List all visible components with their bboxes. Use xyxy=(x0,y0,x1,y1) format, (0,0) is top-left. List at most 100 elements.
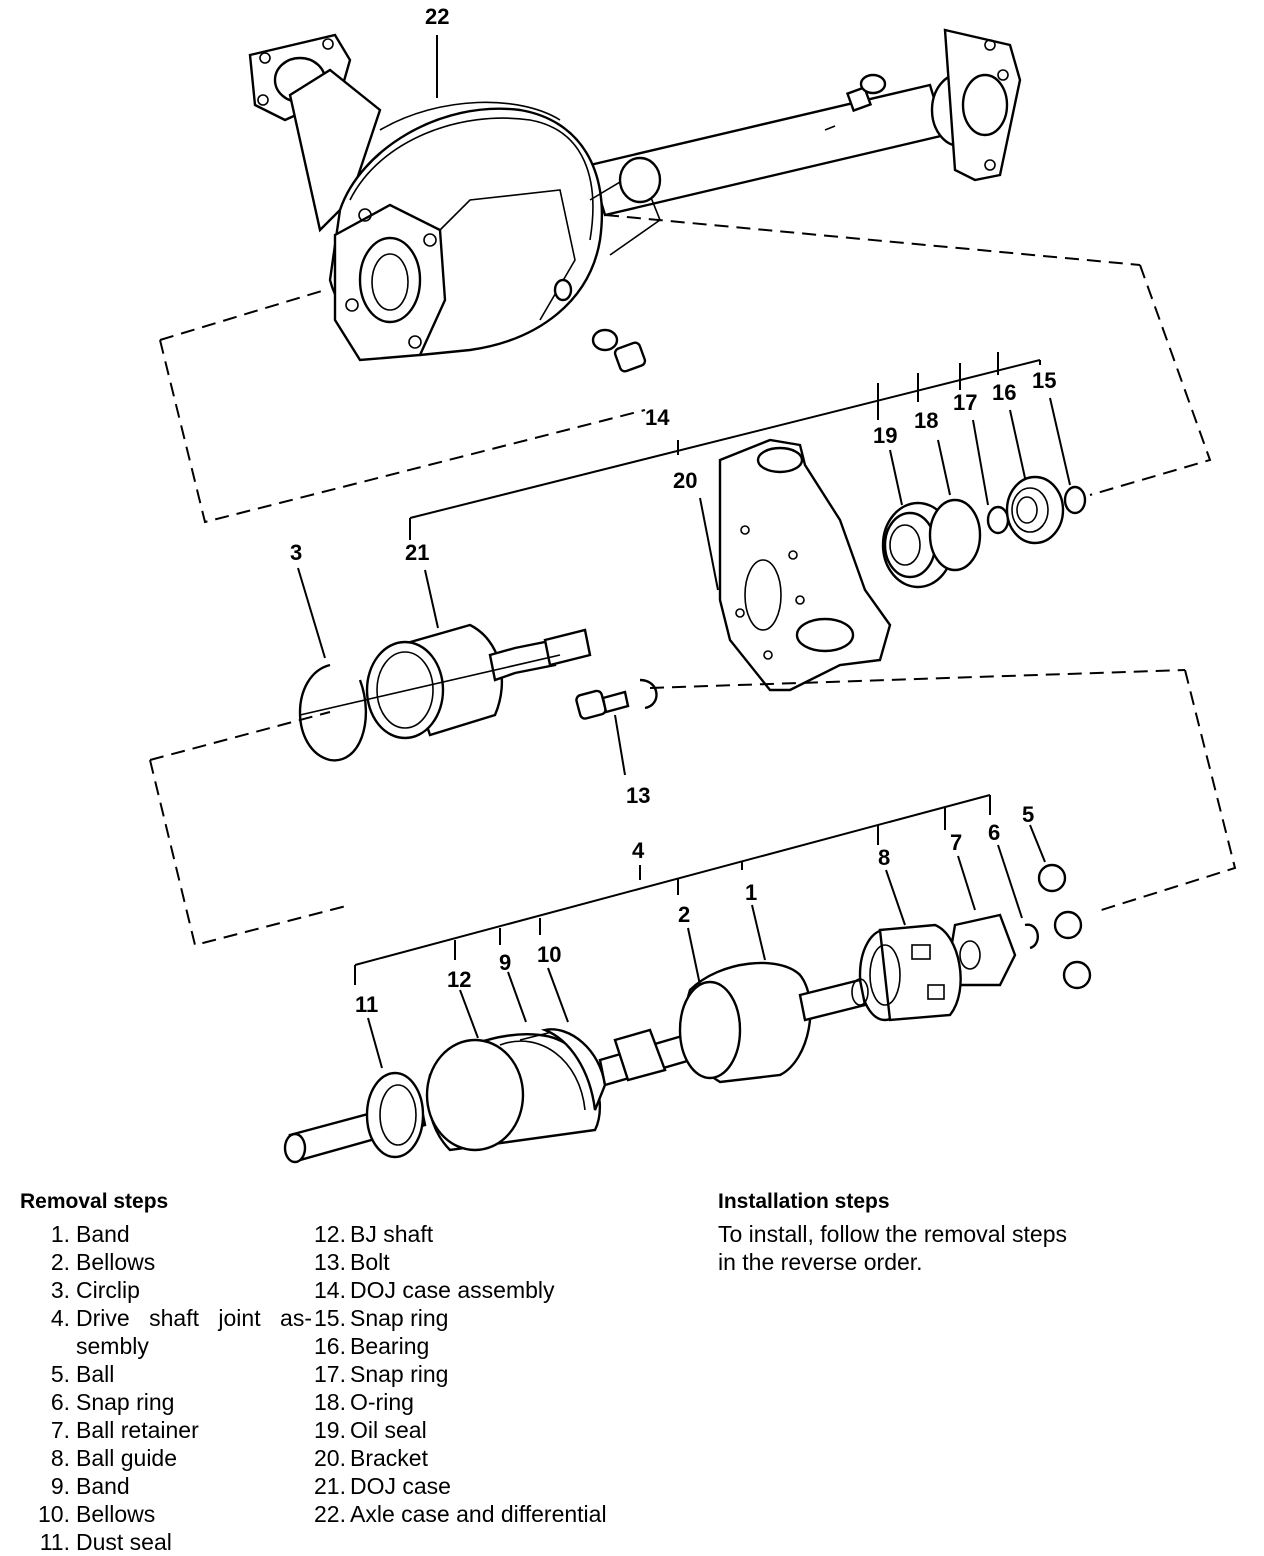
installation-steps-text: To install, follow the removal steps in … xyxy=(718,1221,1067,1275)
removal-step-item: 8.Ball guide xyxy=(20,1444,312,1472)
step-label: Snap ring xyxy=(350,1305,449,1331)
step-number: 7. xyxy=(50,1417,70,1443)
removal-step-item: 20.Bracket xyxy=(300,1444,607,1472)
step-label: Bolt xyxy=(350,1249,390,1275)
removal-step-item: 14.DOJ case assembly xyxy=(300,1276,607,1304)
circlip xyxy=(298,663,368,762)
callout-2: 2 xyxy=(678,902,690,927)
callout-16: 16 xyxy=(992,380,1016,405)
step-number: 20. xyxy=(314,1445,346,1471)
callout-7: 7 xyxy=(950,830,962,855)
exploded-view-diagram: 22 14 19 18 17 16 15 20 3 21 13 5 4 6 7 … xyxy=(149,4,1237,1164)
bracket xyxy=(718,438,892,692)
removal-step-item: 21.DOJ case xyxy=(300,1472,607,1500)
callout-12: 12 xyxy=(447,967,471,992)
step-label: O-ring xyxy=(350,1389,414,1415)
callout-8: 8 xyxy=(878,845,890,870)
removal-step-item: 16.Bearing xyxy=(300,1332,607,1360)
step-label: Bearing xyxy=(350,1333,430,1359)
callout-4: 4 xyxy=(632,838,645,863)
ball xyxy=(1062,960,1092,990)
callout-5: 5 xyxy=(1022,802,1034,827)
ball-guide xyxy=(858,923,962,1022)
removal-step-item: 15.Snap ring xyxy=(300,1304,607,1332)
ball xyxy=(1037,863,1067,893)
step-number: 16. xyxy=(314,1333,346,1359)
step-number: 11. xyxy=(39,1529,70,1555)
snap-ring-17 xyxy=(986,505,1010,535)
step-number: 18. xyxy=(314,1389,346,1415)
removal-step-item: 1.Band xyxy=(20,1220,312,1248)
bj-shaft-assembly xyxy=(283,961,869,1164)
step-label: Ball guide xyxy=(76,1445,178,1471)
snap-ring-6 xyxy=(1024,923,1039,950)
removal-step-item: 3.Circlip xyxy=(20,1276,312,1304)
o-ring xyxy=(928,498,982,572)
step-number: 9. xyxy=(50,1473,70,1499)
callout-13: 13 xyxy=(626,783,650,808)
removal-step-item: 19.Oil seal xyxy=(300,1416,607,1444)
removal-step-item: 10.Bellows xyxy=(20,1500,312,1528)
callout-10: 10 xyxy=(537,942,561,967)
step-number: 3. xyxy=(50,1277,70,1303)
removal-step-item: 9.Band xyxy=(20,1472,312,1500)
callout-19: 19 xyxy=(873,423,897,448)
axle-case-and-differential xyxy=(248,28,1022,373)
snap-ring-15 xyxy=(1063,485,1087,515)
bearing xyxy=(1005,475,1065,545)
removal-step-item: 7.Ball retainer xyxy=(20,1416,312,1444)
step-label: Bracket xyxy=(350,1445,428,1471)
removal-step-item: 18.O-ring xyxy=(300,1388,607,1416)
removal-step-item: 6.Snap ring xyxy=(20,1388,312,1416)
step-number: 22. xyxy=(314,1501,346,1527)
callout-21: 21 xyxy=(405,540,429,565)
callout-18: 18 xyxy=(914,408,938,433)
doj-case xyxy=(299,623,592,740)
removal-step-item: 17.Snap ring xyxy=(300,1360,607,1388)
callout-3: 3 xyxy=(290,540,302,565)
step-number: 12. xyxy=(314,1221,346,1247)
callout-15: 15 xyxy=(1032,368,1056,393)
step-label: Band xyxy=(76,1473,130,1499)
step-label: Drive shaft joint as-sembly xyxy=(76,1305,312,1359)
removal-step-item: 2.Bellows xyxy=(20,1248,312,1276)
step-label: BJ shaft xyxy=(350,1221,434,1247)
step-number: 6. xyxy=(50,1389,70,1415)
removal-step-item: 11.Dust seal xyxy=(20,1528,312,1556)
step-label: Axle case and differential xyxy=(350,1501,607,1527)
step-number: 4. xyxy=(50,1305,70,1331)
step-label: Oil seal xyxy=(350,1417,427,1443)
step-number: 17. xyxy=(314,1361,346,1387)
removal-step-item: 22.Axle case and differential xyxy=(300,1500,607,1528)
step-label: Bellows xyxy=(76,1249,156,1275)
removal-steps-heading: Removal steps xyxy=(20,1190,169,1213)
callout-6: 6 xyxy=(988,820,1000,845)
step-label: Band xyxy=(76,1221,130,1247)
step-number: 14. xyxy=(314,1277,346,1303)
removal-step-item: 12.BJ shaft xyxy=(300,1220,607,1248)
callout-14: 14 xyxy=(645,405,670,430)
step-number: 2. xyxy=(50,1249,70,1275)
step-label: Circlip xyxy=(76,1277,140,1303)
ball xyxy=(1053,910,1083,940)
step-label: Ball xyxy=(76,1361,115,1387)
removal-step-item: 4.Drive shaft joint as-sembly xyxy=(20,1304,312,1360)
step-number: 15. xyxy=(314,1305,346,1331)
step-label: Dust seal xyxy=(76,1529,172,1555)
step-label: DOJ case assembly xyxy=(350,1277,555,1303)
callout-1: 1 xyxy=(745,880,757,905)
step-number: 21. xyxy=(314,1473,346,1499)
diagram-svg: 22 14 19 18 17 16 15 20 3 21 13 5 4 6 7 … xyxy=(149,4,1237,1164)
installation-steps: Installation steps To install, follow th… xyxy=(718,1184,1078,1276)
step-number: 10. xyxy=(38,1501,70,1527)
removal-step-item: 13.Bolt xyxy=(300,1248,607,1276)
step-number: 13. xyxy=(314,1249,346,1275)
callout-22: 22 xyxy=(425,4,449,29)
step-number: 19. xyxy=(314,1417,346,1443)
step-label: Snap ring xyxy=(350,1361,449,1387)
step-label: DOJ case xyxy=(350,1473,451,1499)
installation-steps-heading: Installation steps xyxy=(718,1190,890,1213)
callout-17: 17 xyxy=(953,390,977,415)
